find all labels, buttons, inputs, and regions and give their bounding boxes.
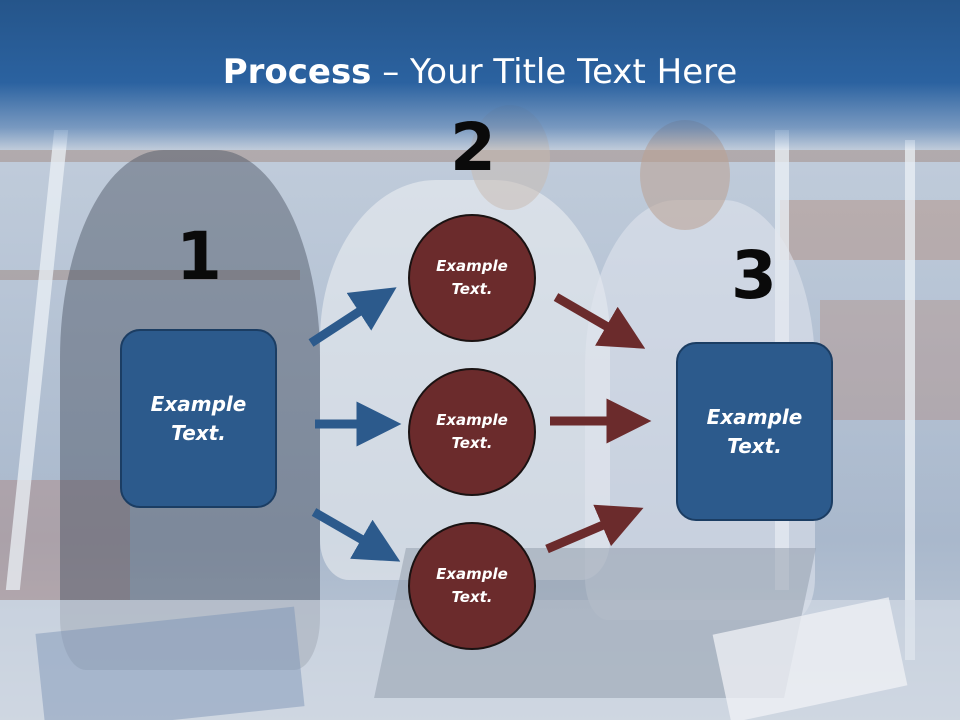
step-number-1: 1 (176, 218, 222, 295)
step-2-circle-bottom: Example Text. (408, 522, 536, 650)
circle-middle-text: Example Text. (436, 411, 508, 452)
arrow-1-to-circle-top (308, 287, 397, 347)
arrow-1-to-circle-bottom (311, 508, 401, 562)
step-2-circle-middle: Example Text. (408, 368, 536, 496)
circle-bottom-text: Example Text. (436, 565, 508, 606)
slide-title: Process – Your Title Text Here (0, 52, 960, 92)
title-bold: Process (222, 52, 372, 92)
step-number-3: 3 (731, 237, 777, 314)
arrow-circle-top-to-3 (553, 293, 646, 349)
step-number-2: 2 (450, 109, 496, 186)
step-1-box: Example Text. (120, 329, 277, 508)
title-bar (0, 0, 960, 150)
arrow-circle-bottom-to-3 (545, 504, 644, 554)
step-2-circle-top: Example Text. (408, 214, 536, 342)
circle-top-text: Example Text. (436, 257, 508, 298)
title-rest: – Your Title Text Here (371, 52, 738, 92)
step-3-box: Example Text. (676, 342, 833, 521)
step-3-text: Example Text. (706, 404, 803, 458)
step-1-text: Example Text. (150, 391, 247, 445)
